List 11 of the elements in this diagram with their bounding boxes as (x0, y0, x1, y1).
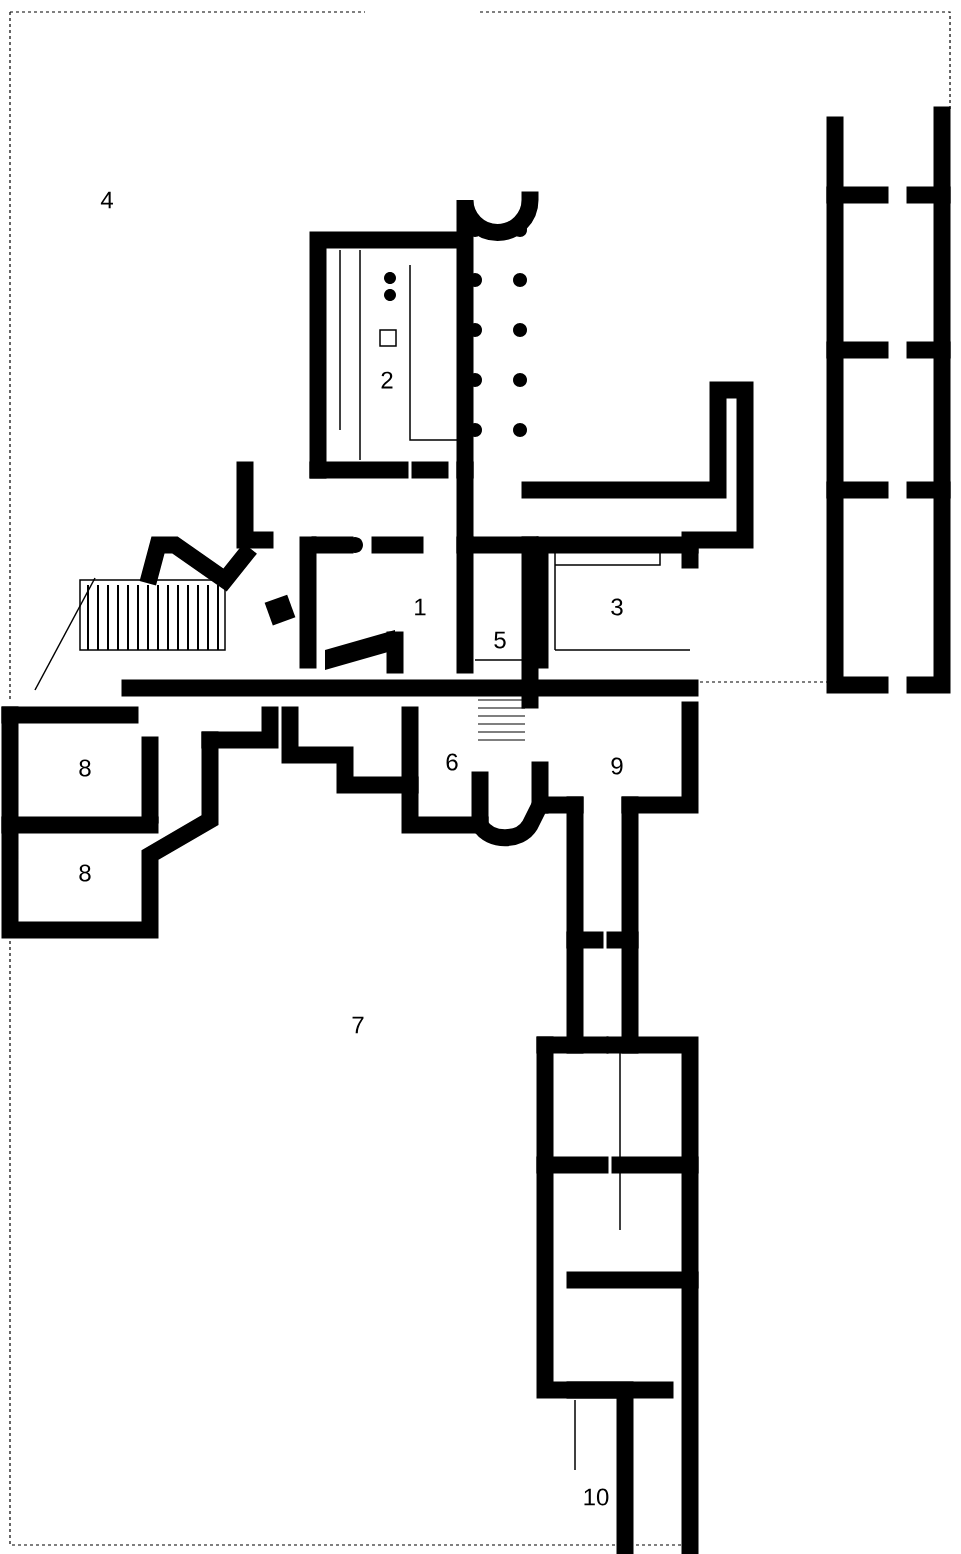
room-number: 3 (611, 598, 623, 616)
room-number: 8 (79, 864, 91, 882)
room-number: 1 (415, 598, 426, 616)
room-number: 5 (494, 631, 506, 649)
room-number: 10 (584, 1488, 609, 1506)
room-number: 7 (352, 1016, 364, 1034)
room-number: 8 (79, 759, 91, 777)
room-number: 9 (611, 757, 623, 775)
room-number: 2 (381, 371, 393, 389)
room-number: 6 (446, 753, 458, 771)
room-number: 4 (100, 191, 113, 209)
